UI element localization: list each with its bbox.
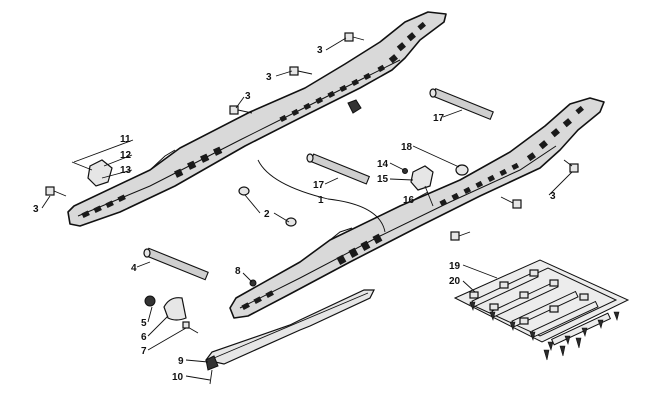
- callout-17: 17: [313, 180, 325, 191]
- callout-3: 3: [550, 191, 556, 202]
- axle-17-mid: [306, 153, 371, 185]
- track-assembly: [453, 259, 630, 361]
- axle-4: [143, 247, 209, 281]
- callout-11: 11: [120, 134, 131, 145]
- callout-10: 10: [172, 372, 184, 383]
- bolt-3g: [450, 231, 471, 241]
- rear-slide-rail: [67, 11, 447, 227]
- callout-18: 18: [401, 142, 413, 153]
- rear-rail-windows: [81, 21, 426, 218]
- callout-9: 9: [178, 356, 184, 367]
- callout-6: 6: [141, 332, 147, 343]
- callout-13: 13: [120, 165, 132, 176]
- callout-19: 19: [449, 261, 461, 272]
- leader-lines: [41, 37, 573, 381]
- bracket-center: [402, 165, 434, 207]
- stopper-assembly: [144, 295, 199, 334]
- callout-15: 15: [377, 174, 389, 185]
- callout-7: 7: [141, 346, 147, 357]
- spacers: [238, 99, 469, 287]
- bracket-left: [71, 159, 113, 187]
- bolts: [45, 32, 579, 241]
- callout-17: 17: [433, 113, 445, 124]
- callout-4: 4: [131, 263, 137, 274]
- bolt-3b: [289, 66, 313, 76]
- front-slide-rail: [229, 97, 605, 319]
- bolt-3e: [563, 159, 579, 173]
- callout-12: 12: [120, 150, 132, 161]
- callout-20: 20: [449, 276, 461, 287]
- axles: [143, 87, 494, 281]
- callout-16: 16: [403, 195, 415, 206]
- track-clips: [469, 269, 589, 325]
- track-lugs: [469, 301, 620, 361]
- callout-8: 8: [235, 266, 241, 277]
- callout-2: 2: [264, 209, 270, 220]
- callout-3: 3: [317, 45, 323, 56]
- callout-3: 3: [266, 72, 272, 83]
- axle-17-top: [429, 87, 494, 121]
- callout-5: 5: [141, 318, 147, 329]
- callout-3: 3: [245, 91, 251, 102]
- callout-14: 14: [377, 159, 389, 170]
- callout-1: 1: [318, 195, 324, 206]
- callout-3: 3: [33, 204, 39, 215]
- bolt-3a: [344, 32, 365, 42]
- bolt-3c: [229, 105, 253, 115]
- bolt-3d: [45, 186, 67, 197]
- callout-labels: 3 3 3 3 3 17 17 11 12 13 18 14 15 16 1 2…: [33, 45, 556, 383]
- front-rail-windows: [241, 105, 584, 311]
- bolt-3f: [500, 196, 522, 209]
- wear-strip: [204, 289, 375, 385]
